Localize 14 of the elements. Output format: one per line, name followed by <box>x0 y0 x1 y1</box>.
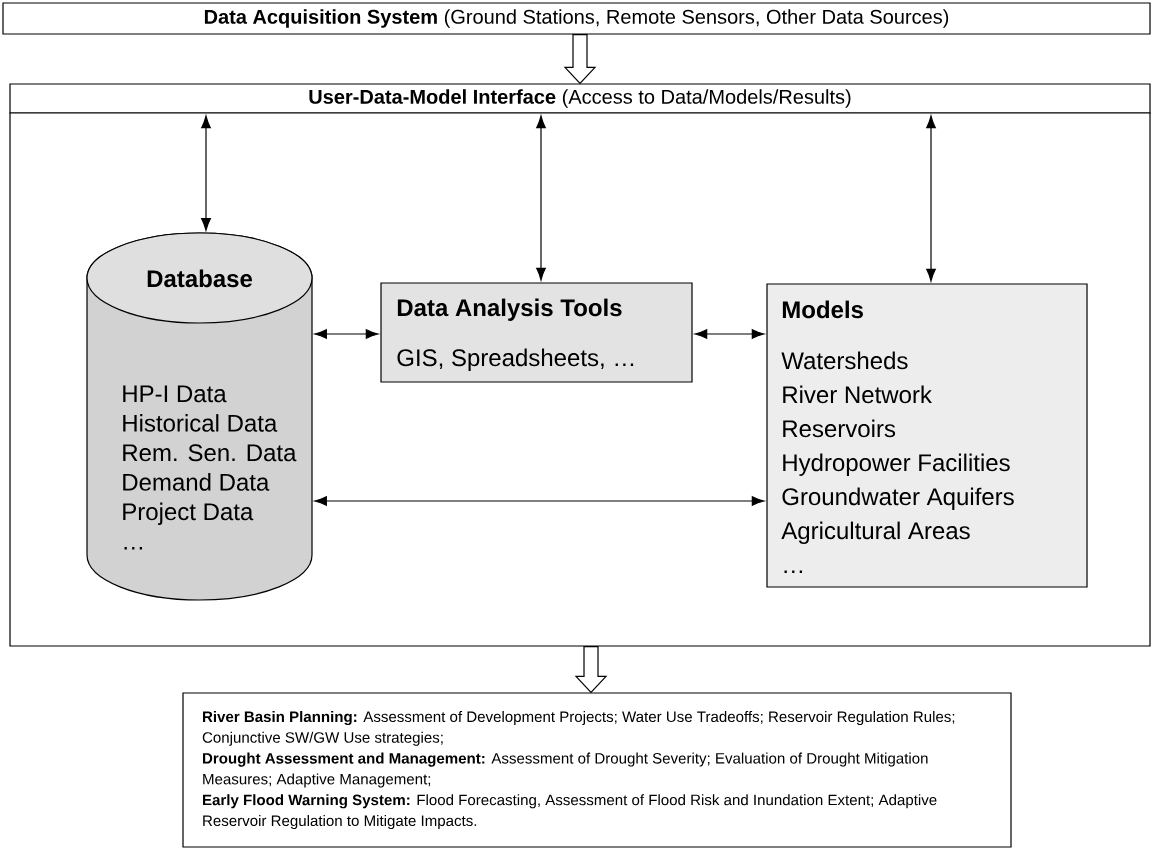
block-arrow <box>563 34 597 85</box>
arrow <box>694 329 765 339</box>
block-arrow <box>574 646 608 694</box>
database-cylinder: Database HP-I Data Historical Data Rem. Sen. Data Demand Data Project Data … <box>86 232 313 601</box>
arrow <box>314 496 765 506</box>
arrow <box>314 329 379 339</box>
tools-box: Data Analysis Tools GIS, Spreadsheets, … <box>380 282 693 383</box>
applications-box: River Basin Planning: Assessment of Development Projects; Water Use Tradeoffs; Reservoir Regulation Rules; Conjunctive SW/GW Use strategies; Drought Assessment and Management: Assessment of Drought Severity; Evaluation of Drought Mitigation Measures; Adaptive Management; Early Flood Warning System: Flood Forecasting, Assessment of Flood Risk and Inundation Extent; Adaptive Reservoir Regulation to Mitigate Impacts. <box>182 692 1012 848</box>
models-box: Models Watersheds River Network Reservoirs Hydropower Facilities Groundwater Aquifers Agricultural Areas … <box>766 283 1088 588</box>
arrow <box>536 115 546 281</box>
arrow <box>201 115 211 231</box>
arrow <box>926 115 936 282</box>
interface-header: User-Data-Model Interface (Access to Data/Models/Results) <box>9 83 1151 114</box>
acquisition-box: Data Acquisition System (Ground Stations, Remote Sensors, Other Data Sources) <box>2 2 1151 35</box>
